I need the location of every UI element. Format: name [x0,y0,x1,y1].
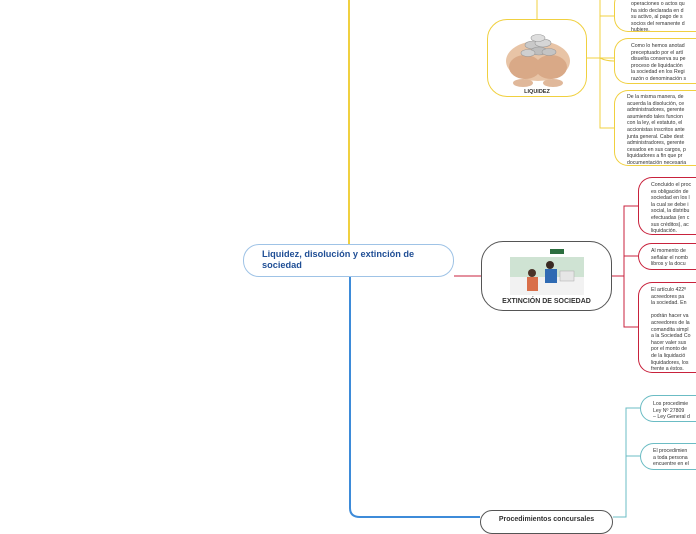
leaf-liquidez-2-text: Como lo hemos anotad preceptuado por el … [631,43,687,82]
topic-procedimientos[interactable]: Procedimientos concursales [480,510,613,534]
leaf-liquidez-2[interactable]: Como lo hemos anotad preceptuado por el … [614,38,696,84]
leaf-proc-1-text: Los procedimie Ley Nº 27809 – Ley Genera… [653,401,690,421]
connector-proc-leaves [613,407,640,518]
connector-root-blue [349,261,480,518]
leaf-proc-2[interactable]: El procedimien a toda persona encuentre … [640,443,696,470]
leaf-proc-1[interactable]: Los procedimie Ley Nº 27809 – Ley Genera… [640,395,696,422]
coins-in-hands-image [506,34,570,87]
leaf-liquidez-1-text: operaciones o actos qu ha sido declarada… [631,1,685,32]
leaf-extincion-1-text: Concluido el proc es obligación de socie… [651,182,692,235]
connector-extincion-leaves [612,205,638,328]
office-meeting-image [510,247,584,295]
connector-root-liquidez [348,0,454,262]
leaf-extincion-3-text: El artículo 422º acreedores pa la socied… [651,287,691,373]
leaf-liquidez-3[interactable]: De la misma manera, de acuerda la disolu… [614,90,696,166]
topic-extincion[interactable]: EXTINCIÓN DE SOCIEDAD [481,241,612,311]
leaf-extincion-2-text: Al momento de señalar el nomb libros y l… [651,248,688,268]
root-title: Liquidez, disolución y extinción de soci… [262,249,415,270]
leaf-liquidez-1[interactable]: operaciones o actos qu ha sido declarada… [614,0,696,32]
leaf-extincion-2[interactable]: Al momento de señalar el nomb libros y l… [638,243,696,270]
root-node[interactable]: Liquidez, disolución y extinción de soci… [243,244,454,277]
leaf-liquidez-3-text: De la misma manera, de acuerda la disolu… [627,94,687,166]
topic-extincion-label: EXTINCIÓN DE SOCIEDAD [502,298,591,305]
leaf-proc-2-text: El procedimien a toda persona encuentre … [653,448,689,468]
topic-liquidez[interactable]: LIQUIDEZ [487,19,587,97]
connector-liquidez-leaves [536,0,615,129]
leaf-extincion-1[interactable]: Concluido el proc es obligación de socie… [638,177,696,235]
leaf-extincion-3[interactable]: El artículo 422º acreedores pa la socied… [638,282,696,373]
topic-liquidez-label: LIQUIDEZ [524,89,550,95]
